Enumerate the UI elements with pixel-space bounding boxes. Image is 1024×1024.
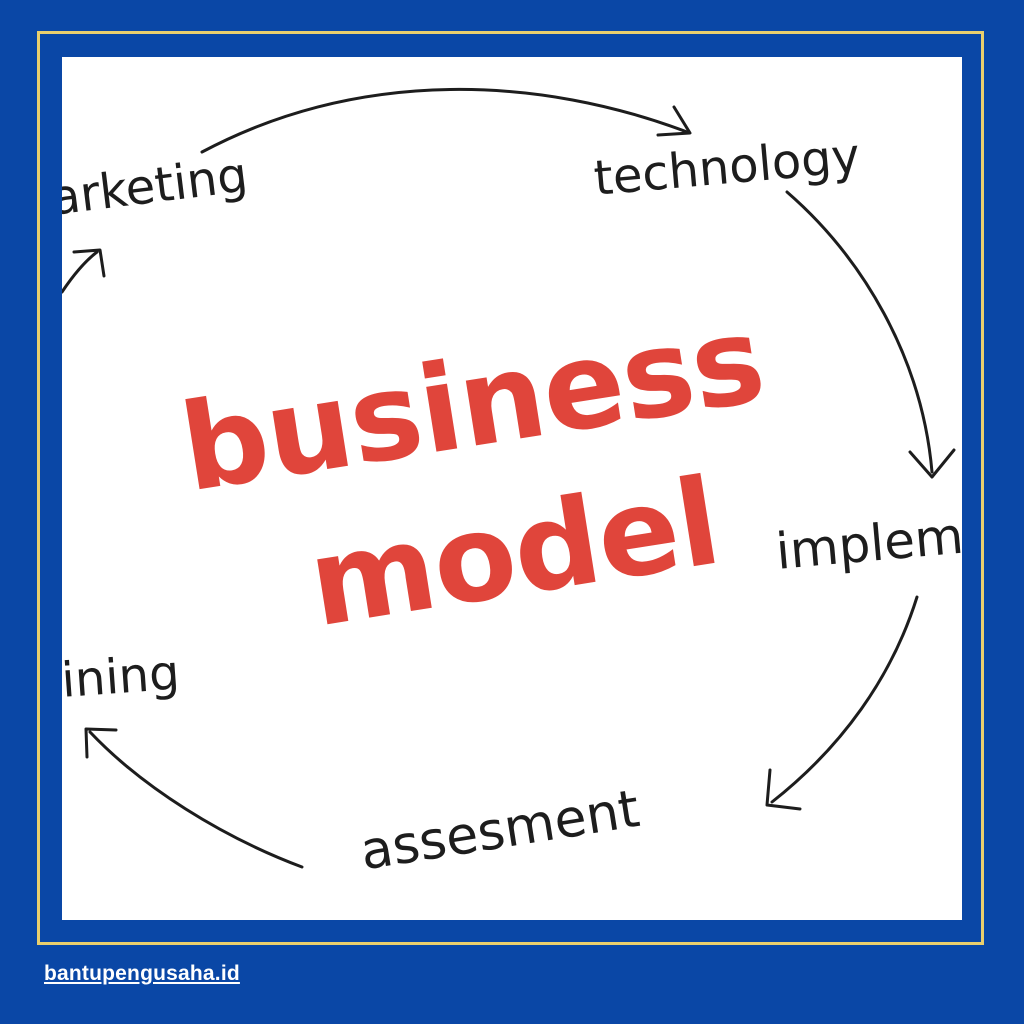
website-link[interactable]: bantupengusaha.id <box>44 962 240 985</box>
arrowhead-marketing-icon <box>72 248 106 278</box>
gold-frame-border <box>37 31 984 945</box>
arrow-marketing-to-technology <box>200 87 689 154</box>
arrow-technology-to-implementation <box>785 190 934 474</box>
arrowhead-training-icon <box>84 727 118 759</box>
arrowhead-implementation-icon <box>908 448 956 479</box>
arrow-training-to-marketing <box>62 250 99 294</box>
arrow-implementation-to-assesment <box>770 595 919 804</box>
cycle-arrows <box>62 87 956 869</box>
training-label: ining <box>62 644 182 709</box>
implementation-label: implem <box>773 506 962 581</box>
arrow-assesment-to-training <box>88 730 304 869</box>
arrowhead-assesment-icon <box>765 768 802 811</box>
business-model-diagram-image: arketing technology implem ining assesme… <box>62 57 962 920</box>
arrowhead-technology-icon <box>656 105 692 137</box>
